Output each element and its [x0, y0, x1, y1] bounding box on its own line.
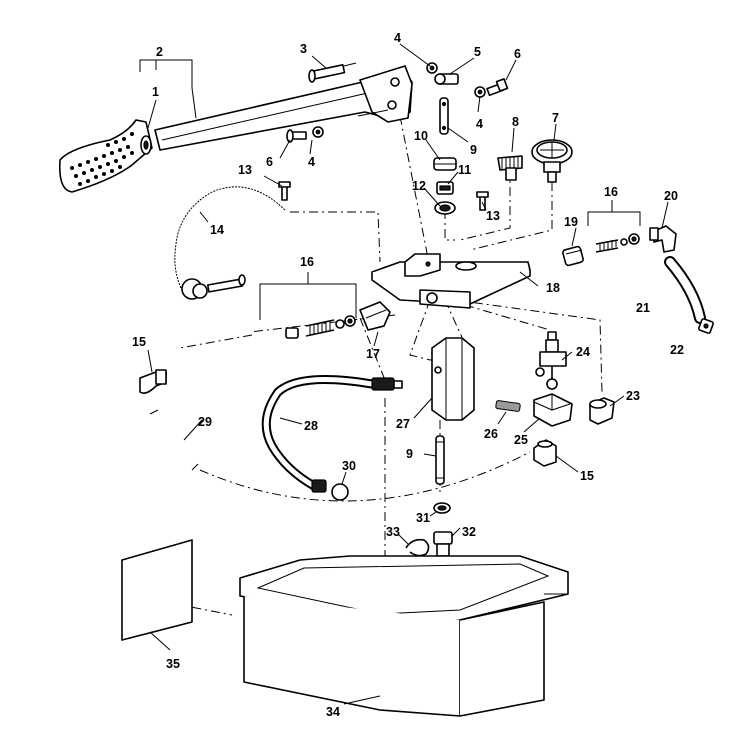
reservoir-tank-34 [239, 555, 569, 717]
callout-26: 26 [484, 427, 498, 441]
callout-32: 32 [462, 525, 476, 539]
leader-lines [139, 43, 669, 705]
pin-5 [434, 73, 459, 85]
callout-31: 31 [416, 511, 430, 525]
mounting-plate-18 [371, 253, 531, 309]
handle-lever [154, 65, 413, 151]
callout-7: 7 [552, 111, 559, 125]
callout-6-right: 6 [514, 47, 521, 61]
check-valve-parts-16-right [595, 233, 640, 253]
callout-27: 27 [396, 417, 410, 431]
hose-21 [664, 256, 706, 324]
callout-18: 18 [546, 281, 560, 295]
callout-24: 24 [576, 345, 590, 359]
spring-12 [434, 201, 456, 215]
callout-1: 1 [152, 85, 159, 99]
callout-19: 19 [564, 215, 578, 229]
valve-11 [436, 181, 454, 195]
callout-16-right: 16 [604, 185, 618, 199]
gauge-7 [531, 139, 573, 183]
callout-15-left: 15 [132, 335, 146, 349]
callout-5: 5 [474, 45, 481, 59]
pin-3 [308, 62, 357, 83]
callout-14: 14 [210, 223, 224, 237]
callout-28: 28 [304, 419, 318, 433]
callout-29: 29 [198, 415, 212, 429]
washer-4-right [474, 86, 486, 98]
callout-labels: 1 2 3 4 4 4 5 6 6 7 8 9 9 10 11 12 13 13… [132, 31, 684, 719]
cap-17 [359, 301, 391, 331]
callout-4-top: 4 [394, 31, 401, 45]
callout-10: 10 [414, 129, 428, 143]
screw-13-right [476, 191, 489, 211]
callout-11: 11 [458, 163, 471, 177]
assembly-centerlines [154, 115, 603, 616]
callout-30: 30 [342, 459, 356, 473]
hose-28 [261, 375, 403, 493]
elbow-23 [589, 397, 615, 425]
pump-body-27 [431, 337, 475, 421]
callout-13-right: 13 [486, 209, 500, 223]
valve-seat-10 [433, 157, 457, 171]
check-valve-19 [562, 245, 584, 267]
link-9-top [439, 97, 449, 135]
elbow-20 [649, 225, 677, 253]
ball-30 [331, 483, 349, 501]
lanyard-14 [174, 186, 286, 300]
elbow-15-right [533, 439, 557, 467]
screw-6-right [486, 78, 509, 97]
callout-22: 22 [670, 343, 684, 357]
tee-25 [533, 393, 573, 427]
callout-9-top: 9 [470, 143, 477, 157]
callout-35: 35 [166, 657, 180, 671]
callout-4-left: 4 [308, 155, 315, 169]
knob-8 [497, 155, 523, 181]
callout-12: 12 [412, 179, 426, 193]
callout-6-left: 6 [266, 155, 273, 169]
callout-17: 17 [366, 347, 380, 361]
callout-20: 20 [664, 189, 678, 203]
callout-2: 2 [156, 45, 163, 59]
nut-22 [698, 318, 714, 334]
fitting-32 [433, 531, 453, 557]
callout-25: 25 [514, 433, 528, 447]
check-valve-parts-16-left [285, 315, 356, 339]
plunger-9-bottom [435, 435, 445, 485]
callout-4-right: 4 [476, 117, 483, 131]
handle-grip [58, 119, 153, 193]
clip-33 [405, 538, 430, 557]
label-card-35 [121, 539, 193, 641]
elbow-15-left [139, 369, 167, 394]
callout-21: 21 [636, 301, 650, 315]
callout-8: 8 [512, 115, 519, 129]
callout-9-bottom: 9 [406, 447, 413, 461]
callout-16-left: 16 [300, 255, 314, 269]
callout-15-right: 15 [580, 469, 594, 483]
callout-34: 34 [326, 705, 340, 719]
washer-4-left [312, 126, 324, 138]
callout-23: 23 [626, 389, 640, 403]
hose-29 [149, 409, 199, 471]
callout-33: 33 [386, 525, 400, 539]
screw-6-left [286, 129, 307, 143]
callout-3: 3 [300, 42, 307, 56]
callout-13-left: 13 [238, 163, 252, 177]
valve-24 [535, 331, 567, 390]
nut-31 [433, 502, 451, 514]
fitting-26 [495, 400, 521, 412]
